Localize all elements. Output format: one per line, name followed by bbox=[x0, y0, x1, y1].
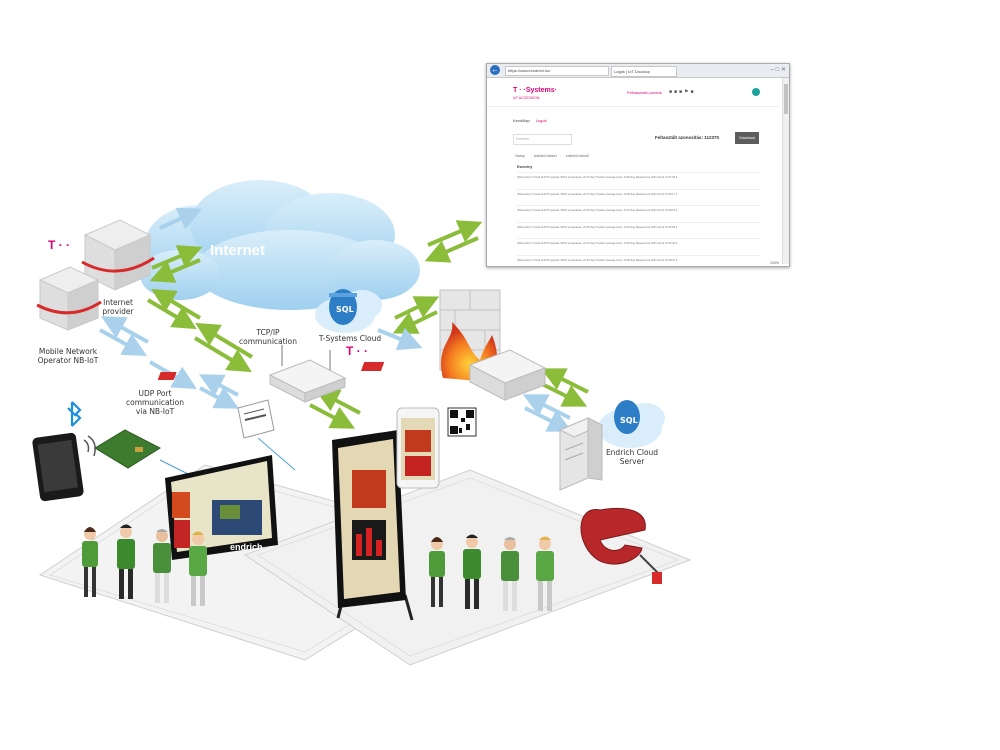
browser-toolbar: ← https://cloud.endrich.hu/ Logok | IoT … bbox=[487, 64, 789, 78]
column-tabs: Oszlop endrichCustom1 endrichCustom2 bbox=[515, 154, 597, 158]
tcp-ip-label: TCP/IP communication bbox=[238, 328, 297, 346]
nbiot-module-tag bbox=[237, 399, 296, 471]
log-row[interactable]: [Telemetrie] T-Cloud 112370 payload "INF… bbox=[517, 205, 761, 222]
internet-provider-label: Internet provider bbox=[102, 298, 134, 316]
log-row[interactable]: [Telemetrie] T-Cloud 112370 payload "INF… bbox=[517, 221, 761, 239]
log-row[interactable]: [Telemetrie] T-Cloud 112370 payload "INF… bbox=[517, 238, 761, 255]
nav-icons[interactable]: ■■■⚑■ bbox=[669, 89, 696, 95]
telekom-logo-left: T · · bbox=[48, 238, 70, 252]
tsystems-cloud bbox=[315, 289, 382, 333]
tsystems-logo: T · ·Systems· bbox=[513, 87, 557, 94]
breadcrumb-current: Logok bbox=[535, 118, 547, 123]
breadcrumb-home[interactable]: Kezdőlap bbox=[513, 118, 530, 123]
endrich-mascot bbox=[580, 507, 662, 584]
total-count: Feltasztált azonosítás: 112370 bbox=[655, 135, 720, 140]
smartphone bbox=[32, 401, 96, 502]
sql-label-endrich: SQL bbox=[620, 416, 638, 425]
router-device bbox=[157, 345, 347, 403]
sql-label-tsystems: SQL bbox=[336, 305, 354, 314]
search-input[interactable]: Keresés bbox=[513, 134, 572, 145]
zoom-level: 100% bbox=[770, 261, 779, 265]
phone-app-view bbox=[396, 407, 440, 489]
column-header: Esemény bbox=[517, 165, 533, 169]
iot-board bbox=[94, 429, 201, 481]
browser-tab[interactable]: Logok | IoT Docutop bbox=[611, 66, 677, 77]
breadcrumb: Kezdőlap Logok bbox=[513, 118, 547, 123]
scrollbar[interactable] bbox=[782, 78, 789, 264]
tab-custom1[interactable]: endrichCustom1 bbox=[533, 154, 558, 158]
telekom-logo-cloud: T · · bbox=[346, 344, 368, 358]
tsystems-cloud-label: T-Systems Cloud bbox=[318, 334, 382, 343]
address-bar[interactable]: https://cloud.endrich.hu/ bbox=[505, 66, 609, 76]
window-controls[interactable]: – □ ✕ bbox=[770, 67, 786, 73]
log-row[interactable]: [Telemetrie] T-Cloud 112370 payload "INF… bbox=[517, 172, 761, 189]
bluetooth-icon bbox=[67, 401, 82, 427]
log-row[interactable]: [Telemetrie] T-Cloud 112370 payload "INF… bbox=[517, 254, 761, 272]
log-list: [Telemetrie] T-Cloud 112370 payload "INF… bbox=[517, 172, 761, 271]
mobile-operator-label: Mobile Network Operator NB-IoT bbox=[37, 347, 99, 365]
endrich-screen-logo: endrich bbox=[230, 542, 263, 552]
wifi-icon bbox=[83, 435, 96, 457]
back-icon[interactable]: ← bbox=[490, 65, 500, 75]
mobile-operator-server bbox=[36, 266, 102, 331]
udp-label: UDP Port communication via NB-IoT bbox=[125, 389, 184, 416]
browser-window: ← https://cloud.endrich.hu/ Logok | IoT … bbox=[486, 63, 790, 267]
logo-subtitle: IoT ACCESSION bbox=[513, 96, 540, 100]
nav-link[interactable]: Felhasználó pontok bbox=[627, 90, 662, 95]
scrollbar-thumb[interactable] bbox=[784, 84, 788, 114]
qr-code bbox=[447, 407, 477, 437]
app-header: T · ·Systems· IoT ACCESSION Felhasználó … bbox=[487, 78, 779, 107]
tab-custom2[interactable]: endrichCustom2 bbox=[565, 154, 590, 158]
people-group-right bbox=[429, 534, 554, 611]
kiosk-display bbox=[332, 430, 414, 621]
endrich-cloud-label: Endrich Cloud Server bbox=[605, 448, 659, 466]
log-row[interactable]: [Telemetrie] T-Cloud 112370 payload "INF… bbox=[517, 188, 761, 206]
people-group-left bbox=[82, 524, 207, 606]
download-button[interactable]: Download bbox=[735, 132, 759, 144]
tab-oszlop[interactable]: Oszlop bbox=[515, 154, 525, 158]
firewall bbox=[360, 289, 547, 401]
blue-arrows bbox=[99, 207, 573, 432]
internet-provider-server bbox=[81, 219, 155, 291]
endrich-cloud-server bbox=[558, 400, 665, 491]
internet-label: Internet bbox=[210, 242, 266, 259]
green-arrows bbox=[146, 220, 589, 429]
internet-cloud bbox=[140, 180, 420, 310]
avatar[interactable] bbox=[752, 88, 760, 96]
